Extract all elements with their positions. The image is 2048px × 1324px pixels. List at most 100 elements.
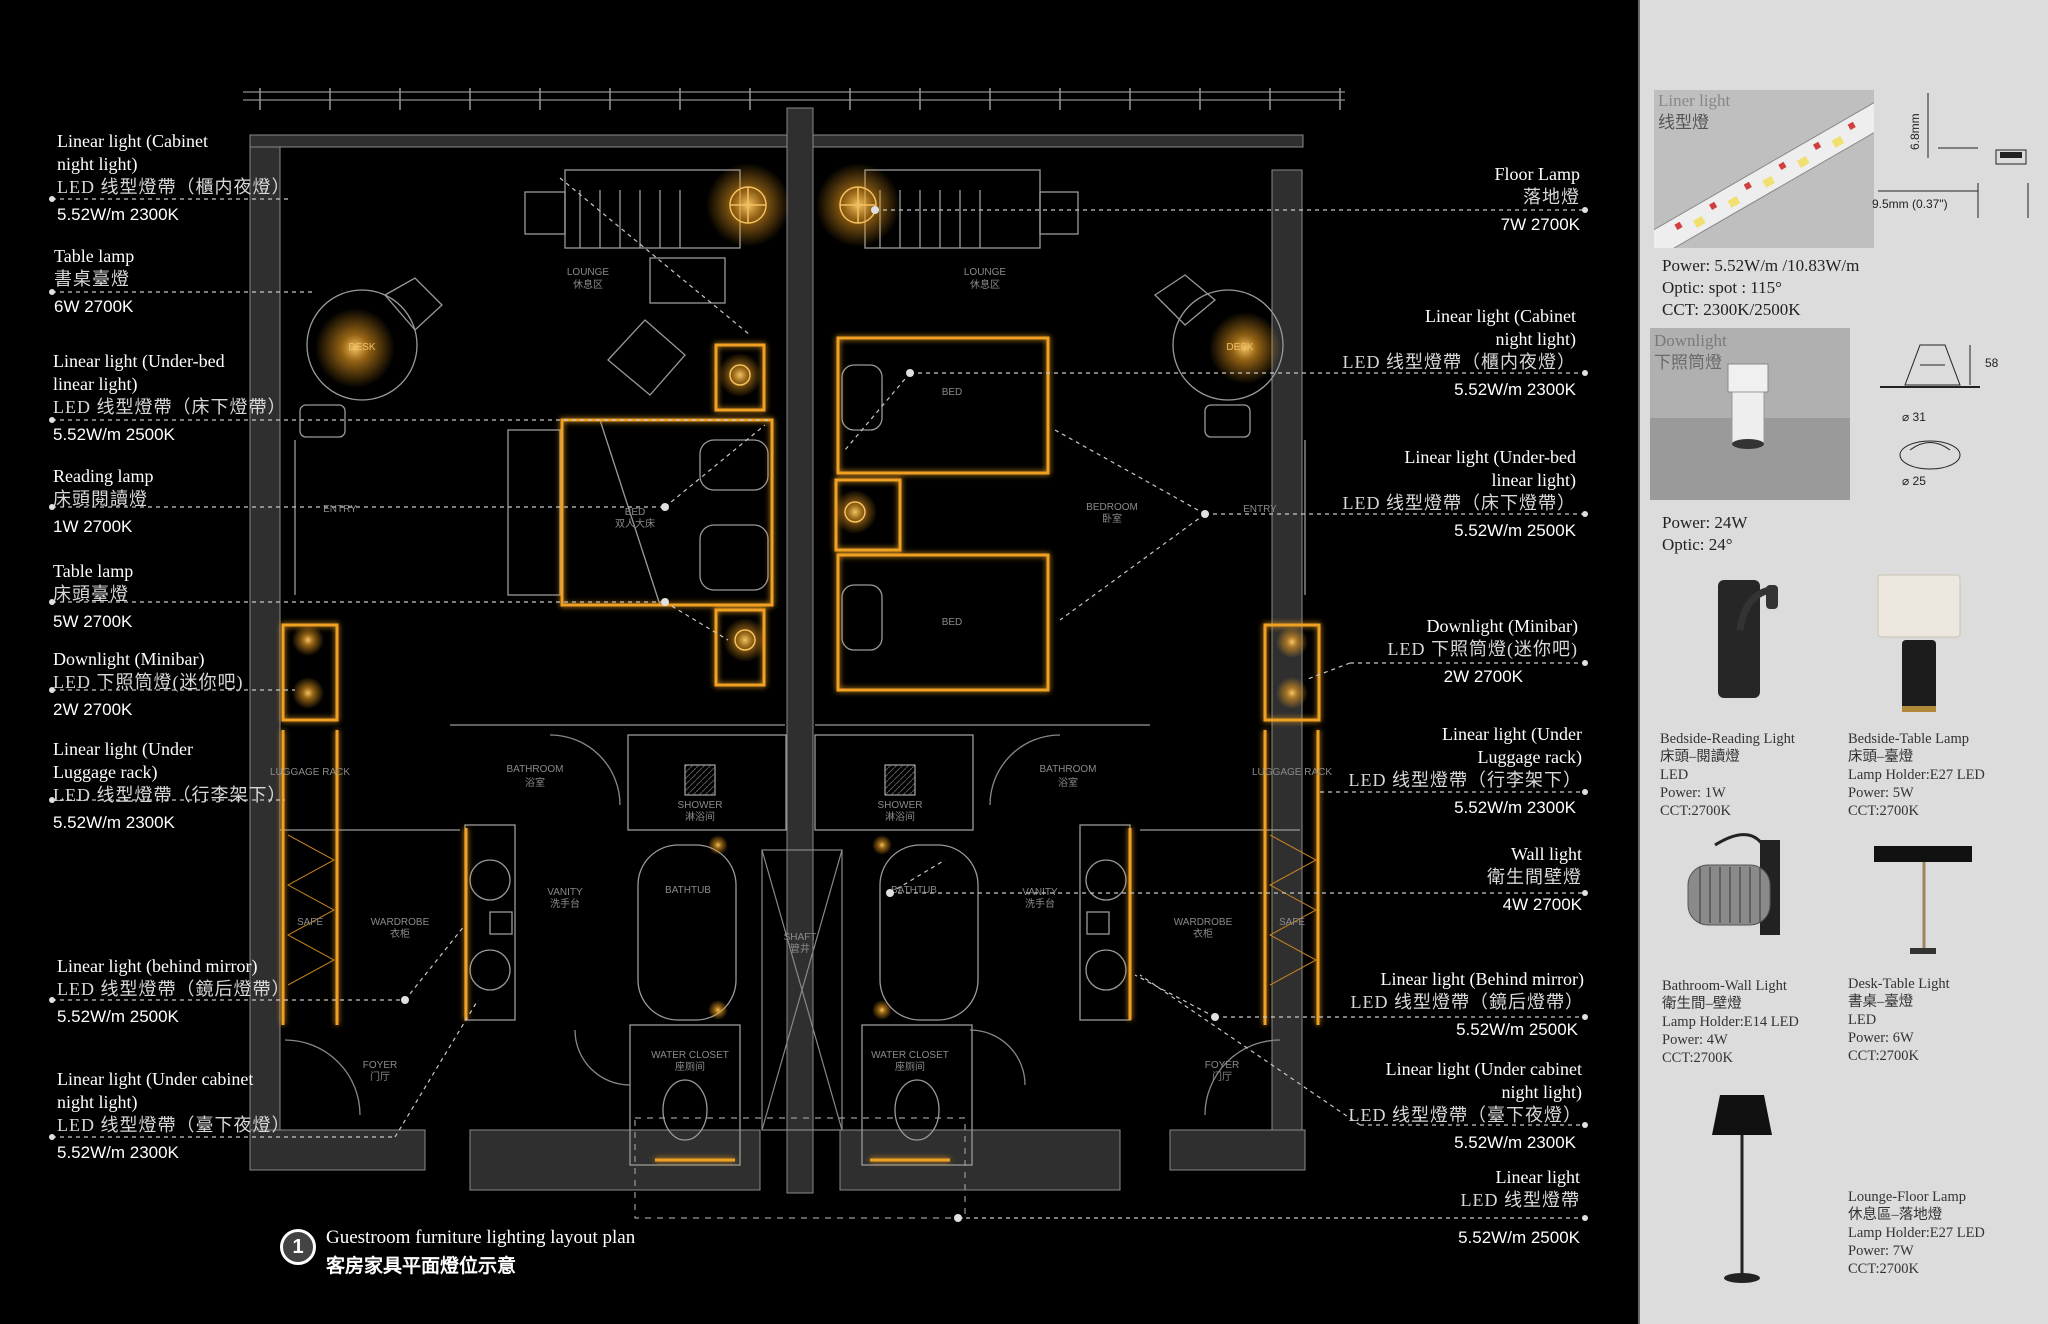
svg-text:洗手台: 洗手台 — [550, 897, 580, 910]
downlight-dim-25: ⌀ 25 — [1902, 474, 1926, 488]
liner-light-section-drawing — [1878, 93, 2029, 218]
lounge-floor-lamp-photo — [1712, 1095, 1772, 1283]
lounge-left: LOUNGE — [567, 267, 610, 278]
luggage-rack-pattern — [286, 834, 1318, 986]
svg-text:DESK: DESK — [1226, 342, 1254, 353]
top-grid — [243, 88, 1345, 110]
svg-text:DESK: DESK — [348, 342, 376, 353]
svg-text:BATHTUB: BATHTUB — [891, 885, 937, 896]
leader-dots — [49, 196, 1588, 1222]
liner-light-photo — [1654, 90, 1874, 248]
downlight-section-drawing — [1880, 344, 1980, 470]
svg-text:座厕间: 座厕间 — [675, 1060, 705, 1073]
svg-text:管井: 管井 — [790, 942, 810, 955]
svg-text:淋浴间: 淋浴间 — [685, 810, 715, 823]
svg-text:VANITY: VANITY — [547, 887, 583, 898]
bedside-reading-light-photo — [1718, 580, 1778, 698]
bathroom-wall-light-photo — [1687, 833, 1780, 935]
liner-light-specs: Power: 5.52W/m /10.83W/m Optic: spot : 1… — [1662, 256, 1860, 319]
leader-lines — [52, 177, 1585, 1219]
lamp-symbols — [729, 186, 877, 651]
svg-text:SAFE: SAFE — [297, 917, 323, 928]
bathroom-left: BATHROOM — [506, 764, 563, 775]
liner-dim-width: 9.5mm (0.37") — [1872, 197, 1948, 211]
svg-text:SHOWER: SHOWER — [678, 800, 723, 811]
bed-left: BED — [625, 507, 646, 518]
downlight-dim-58: 58 — [1985, 356, 1999, 370]
svg-text:座厕间: 座厕间 — [895, 1060, 925, 1073]
label-right-minibar-downlight: Downlight (Minibar) LED 下照筒燈(迷你吧)2W 2700… — [1387, 616, 1578, 686]
svg-text:WATER CLOSET: WATER CLOSET — [871, 1050, 949, 1061]
liner-dim-height: 6.8mm — [1908, 113, 1922, 150]
downlight-dim-31: ⌀ 31 — [1902, 410, 1926, 424]
lounge-right: LOUNGE — [964, 267, 1007, 278]
svg-text:BED: BED — [942, 387, 963, 398]
floor-plan: LOUNGE 休息区 LOUNGE 休息区 BED 双人大床 BED BED B… — [49, 88, 1588, 1222]
svg-text:WARDROBE: WARDROBE — [371, 917, 430, 928]
svg-text:FOYER: FOYER — [1205, 1060, 1239, 1071]
svg-text:VANITY: VANITY — [1022, 887, 1058, 898]
svg-text:门厅: 门厅 — [370, 1070, 390, 1083]
svg-text:SHOWER: SHOWER — [878, 800, 923, 811]
svg-text:休息区: 休息区 — [970, 278, 1000, 291]
walls — [249, 107, 1306, 1194]
svg-text:BATHTUB: BATHTUB — [665, 885, 711, 896]
plan-title-cn: 客房家具平面燈位示意 — [326, 1256, 517, 1277]
svg-text:FOYER: FOYER — [363, 1060, 397, 1071]
svg-text:ENTRY: ENTRY — [1243, 504, 1277, 515]
svg-text:SHAFT: SHAFT — [784, 932, 817, 943]
svg-text:LUGGAGE RACK: LUGGAGE RACK — [270, 767, 350, 778]
svg-text:WATER CLOSET: WATER CLOSET — [651, 1050, 729, 1061]
svg-text:双人大床: 双人大床 — [615, 517, 655, 530]
downlight-photo — [1650, 328, 1850, 500]
svg-text:衣柜: 衣柜 — [390, 927, 410, 940]
shaft — [634, 849, 966, 1219]
svg-text:ENTRY: ENTRY — [323, 504, 357, 515]
plan-number-badge: 1 — [280, 1229, 316, 1265]
svg-text:洗手台: 洗手台 — [1025, 897, 1055, 910]
downlight-specs: Power: 24W Optic: 24° — [1662, 513, 1748, 554]
room-names: LOUNGE 休息区 LOUNGE 休息区 BED 双人大床 BED BED B… — [270, 267, 1332, 1083]
bathroom-right: BATHROOM — [1039, 764, 1096, 775]
linear-lights — [281, 336, 1321, 1162]
bedroom-right: BEDROOM — [1086, 502, 1138, 513]
svg-text:衣柜: 衣柜 — [1193, 927, 1213, 940]
svg-text:BED: BED — [942, 617, 963, 628]
svg-text:浴室: 浴室 — [525, 776, 545, 789]
desk-table-light-photo — [1874, 846, 1972, 954]
svg-text:浴室: 浴室 — [1058, 776, 1078, 789]
svg-text:淋浴间: 淋浴间 — [885, 810, 915, 823]
svg-text:WARDROBE: WARDROBE — [1174, 917, 1233, 928]
bedside-table-lamp-photo — [1877, 574, 1961, 712]
svg-text:LUGGAGE RACK: LUGGAGE RACK — [1252, 767, 1332, 778]
plan-title-en: Guestroom furniture lighting layout plan — [326, 1227, 636, 1248]
svg-text:SAFE: SAFE — [1279, 917, 1305, 928]
svg-text:休息区: 休息区 — [573, 278, 603, 291]
svg-text:卧室: 卧室 — [1102, 512, 1122, 525]
svg-text:门厅: 门厅 — [1212, 1070, 1232, 1083]
label-left-behind-mirror-light: Linear light (behind mirror) LED 线型燈帶（鏡后… — [57, 956, 291, 1026]
